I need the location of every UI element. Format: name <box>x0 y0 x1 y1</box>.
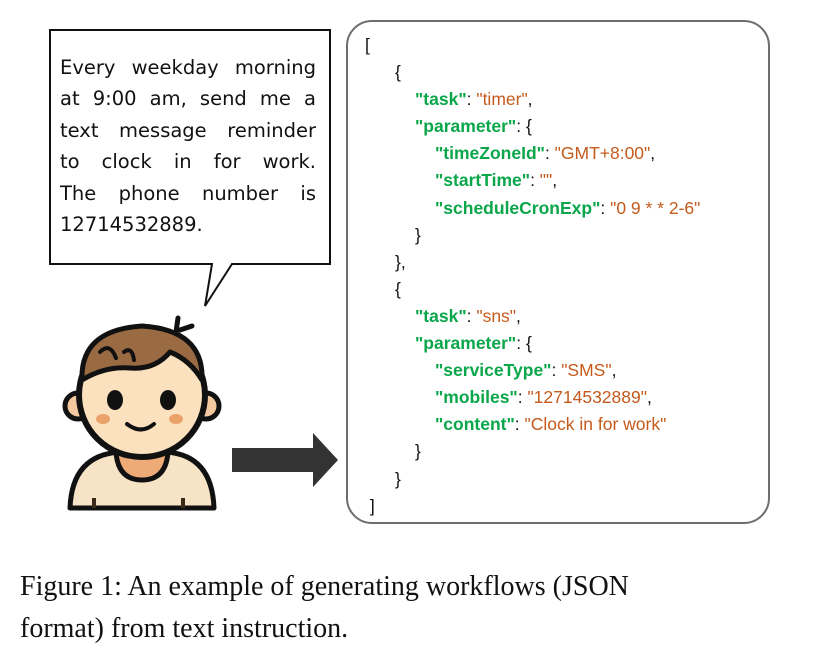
json-line: "task": "sns", <box>365 303 700 330</box>
json-line: } <box>365 466 700 493</box>
json-key: "timeZoneId" <box>435 143 545 164</box>
bubble-line: The phone number is <box>60 181 316 205</box>
json-key: "startTime" <box>435 170 531 191</box>
bubble-line: Every weekday morning <box>60 56 316 79</box>
json-punctuation: : <box>551 360 562 381</box>
json-key: "content" <box>435 414 515 435</box>
json-key: "serviceType" <box>435 360 552 381</box>
json-punctuation: { <box>395 278 401 299</box>
bubble-line: 12714532889. <box>60 213 203 237</box>
json-punctuation: ] <box>365 495 375 516</box>
json-value: "" <box>539 170 553 191</box>
json-punctuation: : <box>517 387 528 408</box>
json-punctuation: } <box>415 224 421 245</box>
json-line: "timeZoneId": "GMT+8:00", <box>365 140 700 167</box>
json-line: ] <box>365 493 700 520</box>
bubble-line: text message reminder <box>60 118 316 142</box>
json-line: } <box>365 222 700 249</box>
json-line: "parameter": { <box>365 113 700 140</box>
json-punctuation: : <box>466 305 477 326</box>
json-key: "task" <box>415 89 467 110</box>
json-punctuation: : <box>466 89 477 110</box>
json-line: }, <box>365 249 700 276</box>
caption-line: format) from text instruction. <box>20 613 349 644</box>
json-value: "Clock in for work" <box>524 414 667 435</box>
json-value: "12714532889" <box>527 387 647 408</box>
json-line: "serviceType": "SMS", <box>365 357 700 384</box>
json-punctuation: }, <box>395 251 406 272</box>
json-punctuation: } <box>415 441 421 462</box>
json-line: [ <box>365 32 700 59</box>
json-line: } <box>365 438 700 465</box>
json-line: "content": "Clock in for work" <box>365 411 700 438</box>
speech-bubble-text: Every weekday morning at 9:00 am, send m… <box>60 52 316 240</box>
json-punctuation: : { <box>516 116 532 137</box>
json-value: "SMS" <box>561 360 612 381</box>
json-key: "task" <box>415 305 467 326</box>
json-line: "mobiles": "12714532889", <box>365 384 700 411</box>
json-line: { <box>365 59 700 86</box>
bubble-line: at 9:00 am, send me a <box>60 87 316 111</box>
caption-line: Figure 1: An example of generating workf… <box>20 571 629 602</box>
json-line: "task": "timer", <box>365 86 700 113</box>
json-punctuation: : { <box>516 333 532 354</box>
json-line: "startTime": "", <box>365 167 700 194</box>
json-line: "scheduleCronExp": "0 9 * * 2-6" <box>365 195 700 222</box>
json-punctuation: , <box>611 360 617 381</box>
bubble-line: to clock in for work. <box>60 150 316 174</box>
json-line: "parameter": { <box>365 330 700 357</box>
json-code: [{"task": "timer","parameter": {"timeZon… <box>365 32 700 520</box>
json-punctuation: : <box>514 414 525 435</box>
json-punctuation: , <box>646 387 652 408</box>
figure-caption: Figure 1: An example of generating workf… <box>20 566 810 650</box>
json-punctuation: : <box>600 197 611 218</box>
json-punctuation: , <box>552 170 558 191</box>
json-punctuation: { <box>395 62 401 83</box>
json-key: "parameter" <box>415 116 517 137</box>
json-key: "mobiles" <box>435 387 518 408</box>
json-value: "sns" <box>476 305 517 326</box>
json-value: "GMT+8:00" <box>554 143 651 164</box>
json-punctuation: } <box>395 468 401 489</box>
json-punctuation: , <box>516 305 521 326</box>
json-punctuation: : <box>530 170 540 191</box>
json-punctuation: , <box>650 143 656 164</box>
json-value: "0 9 * * 2-6" <box>610 197 701 218</box>
json-punctuation: : <box>544 143 555 164</box>
json-value: "timer" <box>476 89 528 110</box>
json-output-panel <box>346 20 770 524</box>
json-punctuation: [ <box>365 35 370 55</box>
json-key: "scheduleCronExp" <box>435 197 601 218</box>
json-key: "parameter" <box>415 333 517 354</box>
json-punctuation: , <box>527 89 533 110</box>
json-line: { <box>365 276 700 303</box>
